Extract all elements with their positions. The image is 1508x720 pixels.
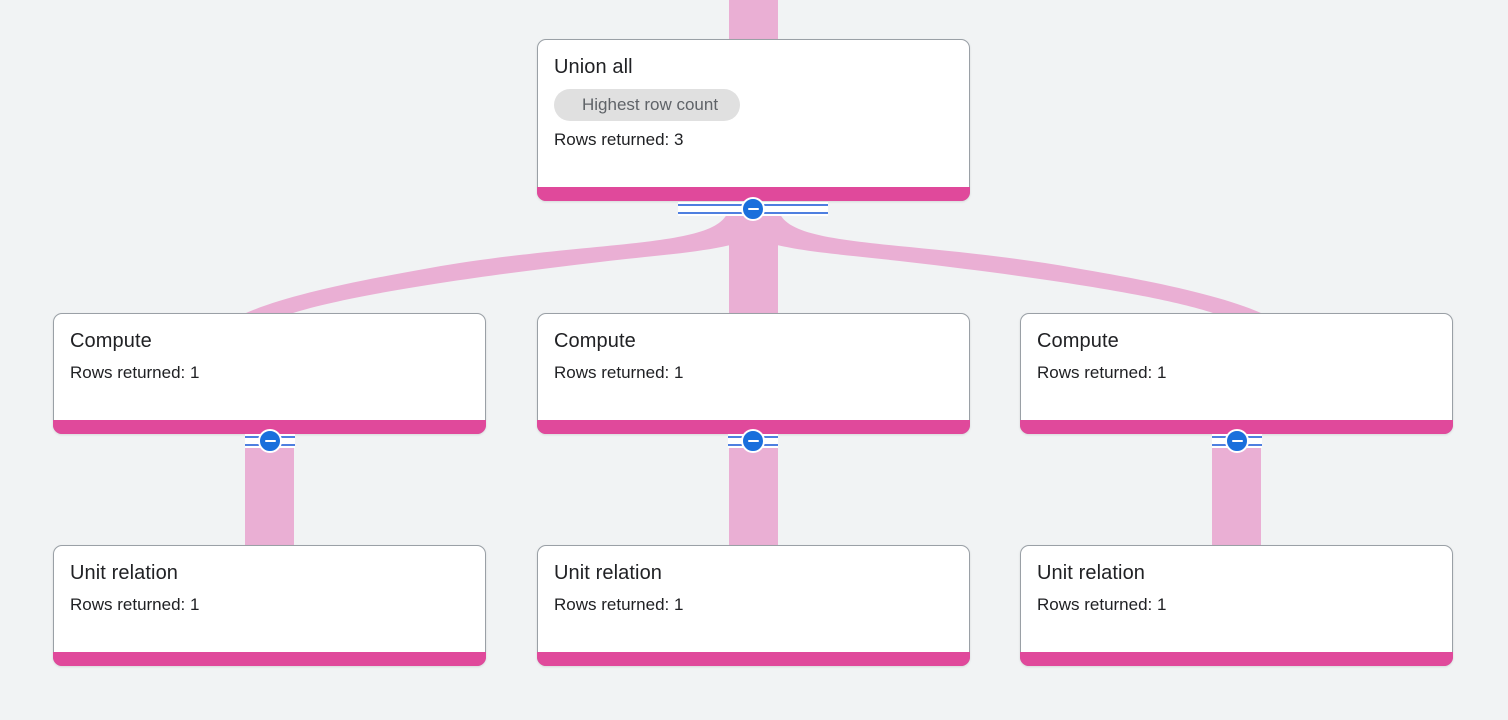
collapse-handle-compute-center[interactable]: [728, 429, 778, 453]
edge-union-to-compute-center: [729, 205, 778, 313]
rows-returned-label: Rows returned: 3: [554, 130, 684, 149]
node-title: Unit relation: [1037, 562, 1146, 584]
node-title: Union all: [554, 56, 633, 78]
node-body: Compute Rows returned: 1: [538, 314, 969, 384]
node-compute-left[interactable]: Compute Rows returned: 1: [53, 313, 486, 434]
rows-returned-label: Rows returned: 1: [70, 363, 200, 382]
collapse-handle-compute-right[interactable]: [1212, 429, 1262, 453]
rows-returned-label: Rows returned: 1: [1037, 363, 1167, 382]
status-badge: Highest row count: [554, 89, 741, 121]
node-accent-bar: [537, 420, 970, 434]
rows-returned-label: Rows returned: 1: [554, 363, 684, 382]
minus-circle-icon[interactable]: [258, 429, 282, 453]
node-accent-bar: [1020, 652, 1453, 666]
node-accent-bar: [537, 652, 970, 666]
node-accent-bar: [53, 420, 486, 434]
minus-circle-icon[interactable]: [741, 429, 765, 453]
edge-compute-left-to-unit-left: [245, 438, 294, 545]
node-body: Union all Highest row count Rows returne…: [538, 40, 969, 151]
node-union-all[interactable]: Union all Highest row count Rows returne…: [537, 39, 970, 201]
node-body: Unit relation Rows returned: 1: [538, 546, 969, 616]
node-accent-bar: [1020, 420, 1453, 434]
node-body: Compute Rows returned: 1: [54, 314, 485, 384]
edge-compute-right-to-unit-right: [1212, 438, 1261, 545]
node-title: Unit relation: [554, 562, 663, 584]
node-title: Unit relation: [70, 562, 179, 584]
minus-circle-icon[interactable]: [741, 197, 765, 221]
rows-returned-label: Rows returned: 1: [1037, 595, 1167, 614]
node-title: Compute: [554, 330, 636, 352]
rows-returned-label: Rows returned: 1: [70, 595, 200, 614]
node-body: Unit relation Rows returned: 1: [54, 546, 485, 616]
node-body: Unit relation Rows returned: 1: [1021, 546, 1452, 616]
edge-compute-center-to-unit-center: [729, 438, 778, 545]
node-unit-relation-left[interactable]: Unit relation Rows returned: 1: [53, 545, 486, 666]
node-body: Compute Rows returned: 1: [1021, 314, 1452, 384]
node-title: Compute: [70, 330, 152, 352]
node-title: Compute: [1037, 330, 1119, 352]
edge-union-to-compute-left: [246, 205, 778, 320]
minus-circle-icon[interactable]: [1225, 429, 1249, 453]
collapse-handle-union-all[interactable]: [678, 197, 828, 221]
rows-returned-label: Rows returned: 1: [554, 595, 684, 614]
node-unit-relation-right[interactable]: Unit relation Rows returned: 1: [1020, 545, 1453, 666]
edge-incoming-top: [729, 0, 778, 39]
collapse-handle-compute-left[interactable]: [245, 429, 295, 453]
node-accent-bar: [537, 187, 970, 201]
node-compute-right[interactable]: Compute Rows returned: 1: [1020, 313, 1453, 434]
node-accent-bar: [53, 652, 486, 666]
edge-union-to-compute-right: [729, 205, 1261, 320]
node-compute-center[interactable]: Compute Rows returned: 1: [537, 313, 970, 434]
node-unit-relation-center[interactable]: Unit relation Rows returned: 1: [537, 545, 970, 666]
